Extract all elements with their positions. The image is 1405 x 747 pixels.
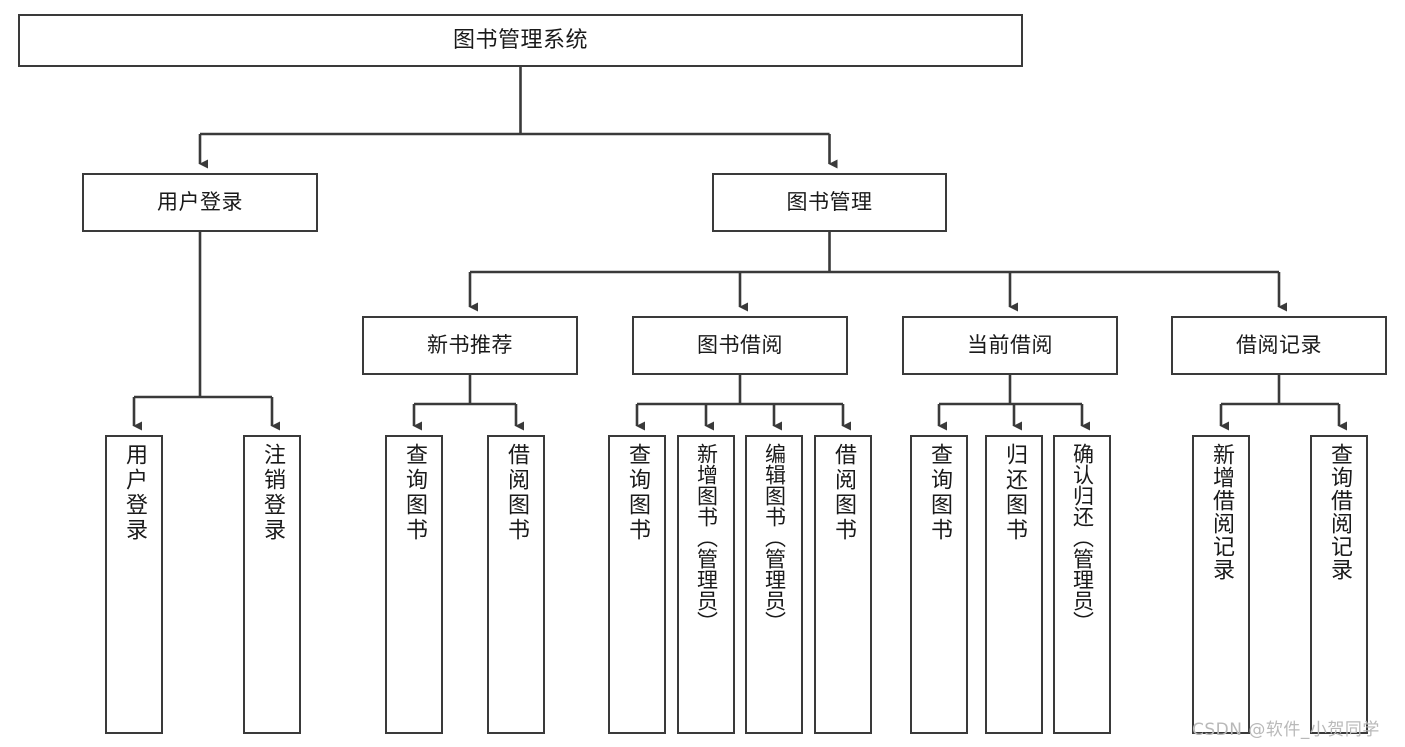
node-leaf-user-login[interactable]: 用户登录 bbox=[105, 435, 163, 734]
node-label: 归还图书 bbox=[1002, 443, 1027, 543]
node-leaf-query-book-cur[interactable]: 查询图书 bbox=[910, 435, 968, 734]
node-label: 查询图书 bbox=[927, 443, 952, 543]
node-label: 当前借阅 bbox=[967, 333, 1053, 358]
node-label: 确认归还（管理员） bbox=[1070, 443, 1095, 632]
node-label: 用户登录 bbox=[122, 443, 147, 543]
node-borrow-record[interactable]: 借阅记录 bbox=[1171, 316, 1387, 375]
node-label: 图书管理 bbox=[786, 190, 873, 215]
node-leaf-borrow-book-rec[interactable]: 借阅图书 bbox=[487, 435, 545, 734]
node-label: 图书管理系统 bbox=[452, 27, 588, 53]
node-user-login[interactable]: 用户登录 bbox=[82, 173, 318, 232]
csdn-watermark: CSDN @软件_小贺同学 bbox=[1192, 720, 1380, 740]
node-label: 新增图书（管理员） bbox=[694, 443, 719, 632]
node-label: 查询图书 bbox=[625, 443, 650, 543]
node-leaf-confirm-return-admin[interactable]: 确认归还（管理员） bbox=[1053, 435, 1111, 734]
node-label: 查询图书 bbox=[402, 443, 427, 543]
node-label: 借阅图书 bbox=[504, 443, 529, 543]
node-book-borrow[interactable]: 图书借阅 bbox=[632, 316, 848, 375]
node-label: 图书借阅 bbox=[697, 333, 783, 358]
node-label: 注销登录 bbox=[260, 443, 285, 543]
node-label: 新增借阅记录 bbox=[1209, 443, 1234, 581]
node-leaf-add-borrow-record[interactable]: 新增借阅记录 bbox=[1192, 435, 1250, 734]
node-label: 借阅记录 bbox=[1236, 333, 1322, 358]
node-leaf-edit-book-admin[interactable]: 编辑图书（管理员） bbox=[745, 435, 803, 734]
node-label: 查询借阅记录 bbox=[1327, 443, 1352, 581]
node-leaf-return-book[interactable]: 归还图书 bbox=[985, 435, 1043, 734]
node-current-borrow[interactable]: 当前借阅 bbox=[902, 316, 1118, 375]
node-label: 用户登录 bbox=[157, 190, 243, 215]
node-leaf-query-book-rec[interactable]: 查询图书 bbox=[385, 435, 443, 734]
node-book-management[interactable]: 图书管理 bbox=[712, 173, 947, 232]
node-leaf-borrow-book[interactable]: 借阅图书 bbox=[814, 435, 872, 734]
node-leaf-logout-login[interactable]: 注销登录 bbox=[243, 435, 301, 734]
node-root[interactable]: 图书管理系统 bbox=[18, 14, 1023, 67]
node-leaf-query-borrow-record[interactable]: 查询借阅记录 bbox=[1310, 435, 1368, 734]
node-new-book-recommend[interactable]: 新书推荐 bbox=[362, 316, 578, 375]
node-label: 借阅图书 bbox=[831, 443, 856, 543]
node-leaf-add-book-admin[interactable]: 新增图书（管理员） bbox=[677, 435, 735, 734]
node-label: 编辑图书（管理员） bbox=[762, 443, 787, 632]
node-leaf-query-book-borrow[interactable]: 查询图书 bbox=[608, 435, 666, 734]
node-label: 新书推荐 bbox=[427, 333, 513, 358]
